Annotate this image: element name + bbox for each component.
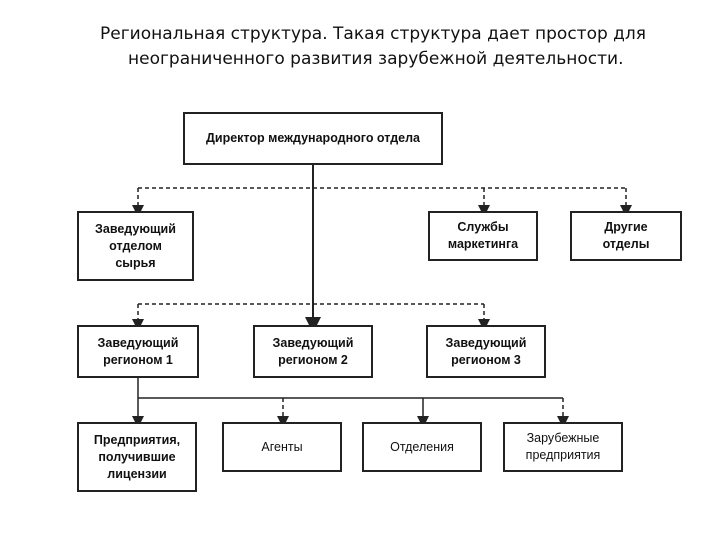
region-3-head-box: Заведующий регионом 3 [426,325,546,378]
title-line-2: неограниченного развития зарубежной деят… [128,49,624,69]
foreign-enterprises-box: Зарубежные предприятия [503,422,623,472]
raw-materials-head-box: Заведующий отделом сырья [77,211,194,281]
region-1-head-box: Заведующий регионом 1 [77,325,199,378]
title-line-1: Региональная структура. Такая структура … [100,24,647,44]
licensees-box: Предприятия, получившие лицензии [77,422,197,492]
director-box: Директор международного отдела [183,112,443,165]
region-2-head-box: Заведующий регионом 2 [253,325,373,378]
other-departments-box: Другие отделы [570,211,682,261]
agents-box: Агенты [222,422,342,472]
marketing-box: Службы маркетинга [428,211,538,261]
branches-box: Отделения [362,422,482,472]
slide-title: Региональная структура. Такая структура … [100,22,660,72]
